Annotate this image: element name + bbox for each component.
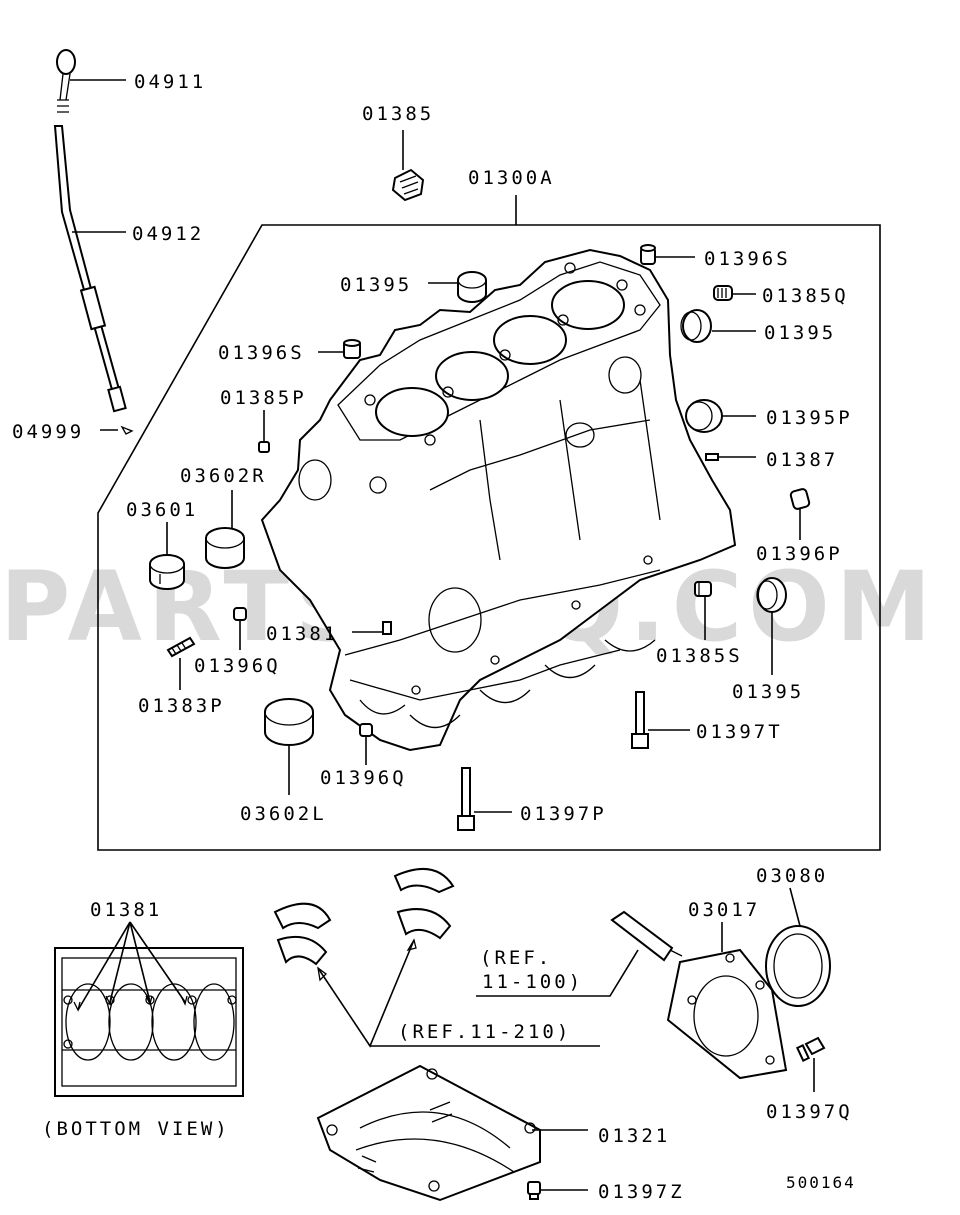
plug-01395P[interactable]: [685, 399, 723, 433]
label-01381-bottom: 01381: [90, 899, 162, 921]
label-01381-main: 01381: [266, 623, 338, 645]
label-01395-right: 01395: [764, 322, 836, 344]
assembly-frame: [97, 224, 881, 851]
sealant-tube[interactable]: [610, 910, 683, 962]
label-01397P: 01397P: [520, 803, 607, 825]
bolt-01397P[interactable]: [457, 767, 475, 831]
plug-01385S[interactable]: [694, 581, 712, 597]
plug-01395-right[interactable]: [680, 309, 712, 343]
plug-01396S-right[interactable]: [640, 244, 656, 265]
pin-01381[interactable]: [382, 621, 392, 635]
bushing-03602L[interactable]: [264, 698, 314, 746]
bottom-view-inset[interactable]: [54, 947, 244, 1097]
label-01396S-right: 01396S: [704, 248, 791, 270]
label-03602R: 03602R: [180, 465, 267, 487]
label-03601: 03601: [126, 499, 198, 521]
plug-01385P[interactable]: [258, 441, 270, 453]
label-01383P: 01383P: [138, 695, 225, 717]
bearing-shell-right[interactable]: [393, 868, 455, 940]
label-01397Q: 01397Q: [766, 1101, 853, 1123]
leader-01381-bottom: [77, 921, 186, 1011]
label-01385: 01385: [362, 103, 434, 125]
bottom-view-caption: (BOTTOM VIEW): [42, 1118, 230, 1140]
dipstick-part[interactable]: [53, 49, 127, 413]
label-04999: 04999: [12, 421, 84, 443]
bearing-shell-left[interactable]: [273, 902, 332, 966]
plug-01396P[interactable]: [789, 488, 811, 510]
label-01385S: 01385S: [656, 645, 743, 667]
bolt-01397T[interactable]: [631, 691, 649, 749]
label-01385P: 01385P: [220, 387, 307, 409]
ref-11-210: (REF.11-210): [398, 1021, 571, 1043]
stud-01383P[interactable]: [166, 636, 196, 658]
diagram-number: 500164: [786, 1173, 856, 1192]
label-01396P: 01396P: [756, 543, 843, 565]
label-03602L: 03602L: [240, 803, 327, 825]
label-03017: 03017: [688, 899, 760, 921]
label-01397T: 01397T: [696, 721, 783, 743]
plug-01395-top[interactable]: [457, 271, 487, 303]
label-04912: 04912: [132, 223, 204, 245]
bolt-01397Z[interactable]: [527, 1181, 541, 1200]
clip-04999[interactable]: [120, 425, 134, 435]
oil-pan-cover-01321[interactable]: [316, 1064, 541, 1202]
label-01385Q: 01385Q: [762, 285, 849, 307]
pin-01387[interactable]: [705, 453, 719, 461]
label-01395-top: 01395: [340, 274, 412, 296]
plug-01396Q-b[interactable]: [359, 723, 373, 737]
bushing-03601[interactable]: [149, 554, 185, 590]
label-01396S-left: 01396S: [218, 342, 305, 364]
seal-case-03017[interactable]: [666, 948, 788, 1080]
label-01397Z: 01397Z: [598, 1181, 685, 1203]
label-01396Q-a: 01396Q: [194, 655, 281, 677]
cylinder-block[interactable]: [260, 248, 737, 752]
leader-ref-11-100: [476, 949, 639, 997]
plug-01385[interactable]: [391, 168, 425, 202]
oil-seal-03080[interactable]: [765, 925, 831, 1007]
label-03080: 03080: [756, 865, 828, 887]
label-01300A: 01300A: [468, 167, 555, 189]
plug-01396S-left[interactable]: [343, 339, 361, 359]
label-01395P: 01395P: [766, 407, 853, 429]
plug-01385Q[interactable]: [713, 285, 733, 301]
label-01396Q-b: 01396Q: [320, 767, 407, 789]
label-04911: 04911: [134, 71, 206, 93]
plug-01396Q-a[interactable]: [233, 607, 247, 621]
label-01395-lower: 01395: [732, 681, 804, 703]
bushing-03602R[interactable]: [205, 527, 245, 569]
ref-11-100-line2: 11-100): [482, 971, 583, 993]
bolt-01397Q[interactable]: [795, 1036, 826, 1062]
label-01321: 01321: [598, 1125, 670, 1147]
label-01387: 01387: [766, 449, 838, 471]
plug-01395-lower[interactable]: [756, 577, 787, 613]
ref-11-100-line1: (REF.: [480, 947, 552, 969]
